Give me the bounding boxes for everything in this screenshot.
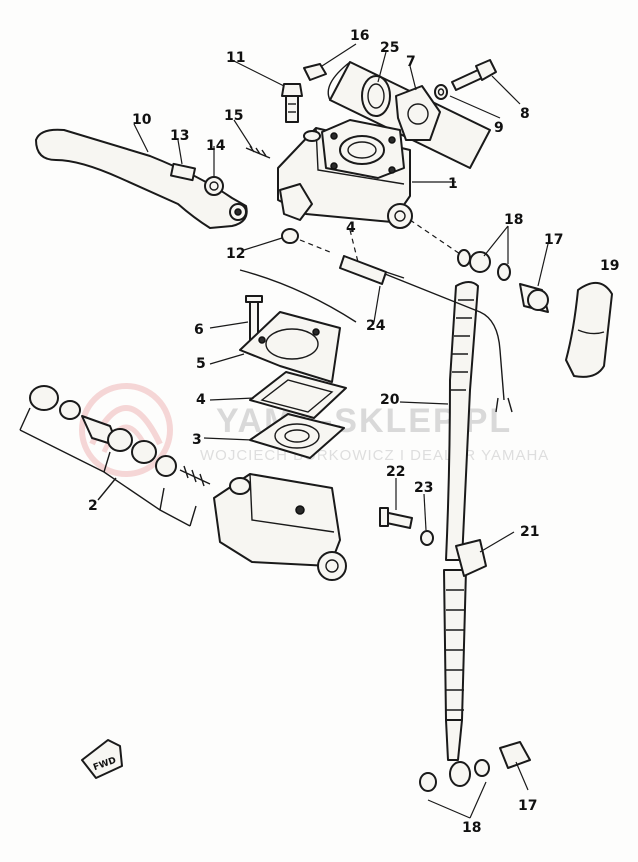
alignment-line	[349, 229, 361, 271]
callout-12: 12	[226, 246, 245, 262]
cap-part-5	[239, 311, 341, 383]
callout-4: 4	[196, 392, 206, 408]
callout-3: 3	[192, 432, 202, 448]
callout-9: 9	[494, 120, 504, 136]
gasket-part-4	[249, 371, 347, 419]
hose-guide-part-21	[455, 539, 487, 577]
alignment-line	[409, 219, 467, 259]
callout-14: 14	[206, 138, 226, 154]
nut-part-12	[281, 228, 299, 244]
callout-10: 10	[132, 112, 152, 128]
callout-16: 16	[350, 28, 369, 44]
callout-20: 20	[380, 392, 400, 408]
union-bolt-part-17-top	[519, 283, 549, 313]
callout-2: 2	[88, 498, 98, 514]
watermark-subtitle: WOJCIECH BORKOWICZ I DEALER YAMAHA	[200, 447, 549, 464]
bolt-part-22	[379, 507, 413, 529]
callout-8: 8	[520, 106, 530, 122]
callout-1: 1	[448, 176, 458, 192]
callout-17-top: 17	[544, 232, 563, 248]
diaphragm-part-3	[249, 413, 345, 459]
brake-switch-part-24	[339, 255, 405, 285]
fwd-direction-marker: FWD	[81, 739, 123, 779]
hose-fitting-top	[457, 249, 511, 281]
switch-wire	[369, 267, 505, 401]
bolt-part-8	[451, 59, 497, 91]
wire-terminals	[495, 397, 513, 413]
callout-22: 22	[386, 464, 405, 480]
nut-part-14	[204, 176, 224, 196]
hose-fitting-bottom	[419, 759, 490, 792]
holder-part-7	[395, 85, 441, 141]
callout-18-bottom: 18	[462, 820, 481, 836]
callout-7: 7	[406, 54, 416, 70]
alignment-line	[299, 239, 331, 253]
callout-5: 5	[196, 356, 206, 372]
callout-11: 11	[226, 50, 245, 66]
master-cylinder-body-part-1	[277, 119, 413, 229]
spring-pin-part-15	[245, 145, 271, 159]
union-bolt-part-17-bottom	[499, 741, 531, 769]
callout-6: 6	[194, 322, 204, 338]
callout-13: 13	[170, 128, 189, 144]
callout-labels: 1 2 3 4 4 5 6 7 8 9 10 11 12 13 14 15 16…	[88, 28, 619, 836]
washer-part-16	[303, 63, 327, 142]
callout-19: 19	[600, 258, 619, 274]
piston-kit-part-2	[19, 385, 211, 527]
callout-15: 15	[224, 108, 243, 124]
callout-21: 21	[520, 524, 539, 540]
lower-cylinder-body	[213, 473, 347, 581]
brake-hose-part-20	[443, 281, 479, 761]
screw-part-13	[169, 162, 197, 182]
screw-part-6	[245, 295, 263, 343]
callout-17-bottom: 17	[518, 798, 537, 814]
callout-25: 25	[380, 40, 399, 56]
pivot-bolt-part-11	[281, 83, 303, 123]
callout-23: 23	[414, 480, 433, 496]
callout-4-arrow: 4	[346, 220, 356, 236]
callout-24: 24	[366, 318, 386, 334]
cover-part-19	[565, 282, 613, 378]
washer-part-23	[420, 530, 434, 546]
cap-group-bracket	[239, 269, 357, 323]
leader-lines	[133, 43, 549, 819]
callout-18-top: 18	[504, 212, 523, 228]
brake-lever-part-10	[35, 128, 248, 229]
washer-part-9	[434, 84, 448, 100]
clamp-part-25	[361, 75, 391, 117]
